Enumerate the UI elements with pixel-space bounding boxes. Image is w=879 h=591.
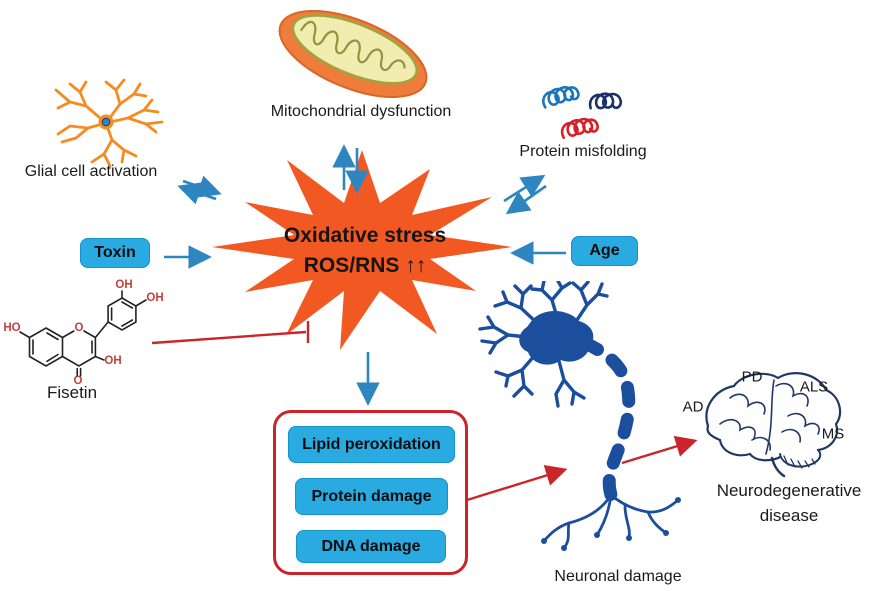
oxidative-stress-starburst — [212, 150, 512, 350]
arrow-protein-to-star — [505, 184, 547, 215]
fisetin-label: Fisetin — [46, 383, 98, 402]
brainstem — [770, 456, 786, 478]
brain-label-ad: AD — [682, 398, 704, 416]
neuronal-damage-label: Neuronal damage — [554, 568, 682, 585]
toxin-node: Toxin — [80, 238, 150, 268]
fisetin-atom-o1: O — [74, 322, 84, 334]
arrow-star-to-glial — [177, 182, 217, 205]
neuron-boutons — [541, 497, 681, 551]
age-node: Age — [571, 236, 638, 266]
fisetin-atom-ho7: HO — [3, 322, 21, 334]
fisetin-structure — [19, 290, 147, 377]
fisetin-atom-o4: O — [73, 375, 83, 387]
arrow-star-to-protein — [503, 174, 546, 203]
oxidative-stress-line2: ROS/RNS ↑↑ — [303, 254, 427, 277]
glial-cell-illustration — [54, 78, 164, 168]
blue-arrows — [164, 144, 566, 406]
arrow-neuron-to-brain — [621, 435, 698, 465]
brain-label-pd: PD — [741, 368, 763, 386]
fisetin-atom-oh3: OH — [104, 355, 122, 367]
protein-misfolding-label: Protein misfolding — [519, 143, 647, 160]
arrow-damage-to-neuron — [466, 465, 568, 502]
brain-label-als: ALS — [799, 378, 829, 396]
arrow-glial-to-star — [182, 175, 222, 198]
neuron-illustration — [478, 281, 681, 551]
neurodegenerative-caption-line2: disease — [759, 506, 819, 525]
fisetin-inhibition-line — [151, 330, 307, 345]
neuron-soma — [519, 310, 594, 365]
mitochondria-label: Mitochondrial dysfunction — [270, 103, 452, 120]
brain-label-ms: MS — [821, 425, 845, 443]
dna-damage-node: DNA damage — [296, 530, 446, 563]
oxidative-stress-line1: Oxidative stress — [283, 224, 447, 247]
red-arrows — [151, 321, 698, 502]
oxidative-stress-text: Oxidative stress ROS/RNS ↑↑ — [269, 221, 461, 281]
brain-illustration — [705, 372, 842, 478]
glial-nucleus — [101, 117, 111, 127]
neurodegenerative-caption-line1: Neurodegenerative — [716, 481, 862, 500]
lipid-peroxidation-node: Lipid peroxidation — [288, 426, 455, 463]
fisetin-atom-oh4p: OH — [146, 292, 164, 304]
glial-label: Glial cell activation — [24, 163, 158, 180]
neuron-axon — [578, 336, 636, 502]
neuron-dendrites — [478, 281, 609, 408]
damage-outcomes-box: Lipid peroxidation Protein damage DNA da… — [273, 410, 468, 575]
misfolded-proteins-illustration — [542, 86, 623, 140]
protein-damage-node: Protein damage — [295, 478, 448, 515]
neuron-terminals — [542, 493, 680, 550]
fisetin-atom-oh3p: OH — [115, 279, 133, 291]
mitochondria-illustration — [278, 10, 428, 98]
cerebellum — [779, 449, 822, 468]
